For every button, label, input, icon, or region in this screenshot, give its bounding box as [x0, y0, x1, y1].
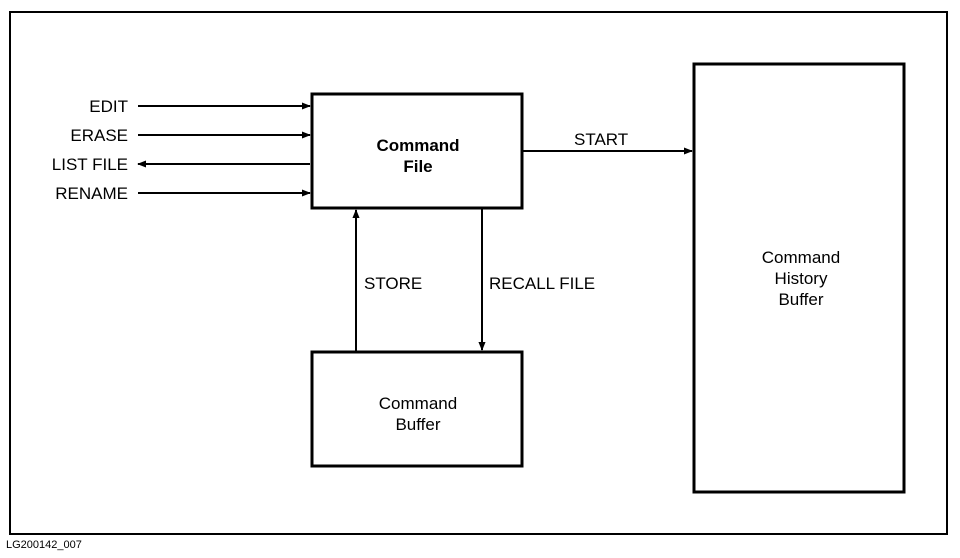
recall-file-label: RECALL FILE	[489, 274, 595, 293]
outer-frame	[9, 11, 948, 535]
command-buffer-title-line2: Buffer	[395, 415, 440, 434]
command-file-title-line2: File	[403, 157, 432, 176]
rename-label: RENAME	[55, 184, 128, 203]
list-file-label: LIST FILE	[52, 155, 128, 174]
erase-label: ERASE	[70, 126, 128, 145]
command-history-buffer-box	[692, 62, 906, 494]
command-file-title-line1: Command	[376, 136, 459, 155]
history-buffer-title-line1: Command	[762, 248, 840, 267]
edit-label: EDIT	[89, 97, 128, 116]
store-label: STORE	[364, 274, 422, 293]
start-label: START	[574, 130, 628, 149]
history-buffer-title-line2: History	[775, 269, 828, 288]
figure-id: LG200142_007	[6, 539, 82, 551]
command-buffer-box	[310, 350, 524, 468]
history-buffer-title-line3: Buffer	[778, 290, 823, 309]
command-buffer-title-line1: Command	[379, 394, 457, 413]
